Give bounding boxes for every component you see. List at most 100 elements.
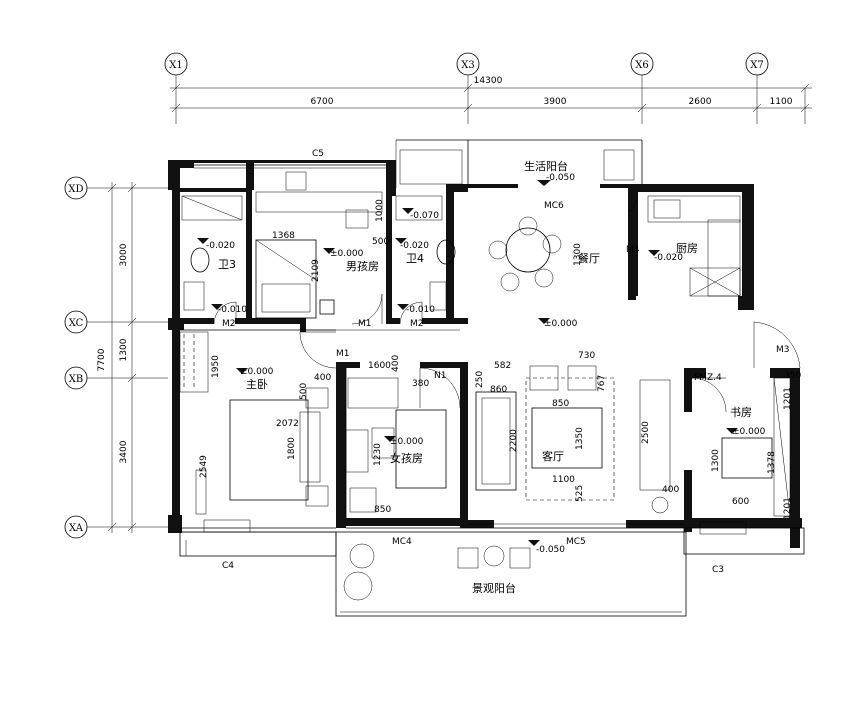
- dim-total-left: 7700: [97, 348, 107, 371]
- dim-850: 850: [552, 399, 569, 409]
- room-kitchen: 厨房: [676, 242, 698, 255]
- label-fmz: FMZ.4: [694, 373, 722, 383]
- level-study: ±0.000: [732, 427, 766, 437]
- label-m2-a: M2: [222, 319, 236, 329]
- label-mc6: MC6: [544, 201, 564, 211]
- dim-left-2: 1300: [119, 338, 129, 361]
- dim-2109: 2109: [311, 259, 321, 282]
- bath4-toilet: [436, 239, 456, 265]
- label-m2-b: M2: [410, 319, 424, 329]
- balcony-chair-right: [509, 547, 531, 569]
- dim-top-2: 3900: [544, 97, 567, 107]
- level-bath4-door: -0.010: [406, 305, 435, 315]
- level-bath3: -0.020: [206, 241, 235, 251]
- dim-850-b: 850: [374, 505, 391, 515]
- dim-1230: 1230: [373, 443, 383, 466]
- partitions: [179, 139, 805, 617]
- label-mc4: MC4: [392, 537, 412, 547]
- dim-500-a: 500: [372, 237, 389, 247]
- door-m4-kitchen: [627, 199, 637, 213]
- tv-cabinet: [639, 379, 671, 491]
- dim-860: 860: [490, 385, 507, 395]
- bath3-sink: [183, 281, 205, 311]
- furniture: [181, 149, 791, 601]
- level-girls: ±0.000: [390, 437, 424, 447]
- dim-1600: 1600: [368, 361, 391, 371]
- left-dimension-lines: 7700 3000 1300 3400: [97, 182, 137, 533]
- room-study: 书房: [730, 406, 752, 419]
- interior-dimensions: 1368 1000 500 2109 1600 400 500 2072 180…: [199, 199, 801, 520]
- balcony-plant-2: [343, 571, 373, 601]
- living-rug: [525, 377, 615, 501]
- dim-400-a: 400: [314, 373, 331, 383]
- dim-250: 250: [475, 371, 485, 388]
- dim-1350: 1350: [575, 427, 585, 450]
- dim-top-1: 6700: [311, 97, 334, 107]
- dim-582: 582: [494, 361, 511, 371]
- room-girls: 女孩房: [390, 451, 423, 465]
- study-bookshelf: [773, 377, 791, 517]
- dim-500-b: 500: [299, 383, 309, 400]
- door-m3-entry: [753, 321, 801, 369]
- dim-1378: 1378: [767, 451, 777, 474]
- balcony-plant-1: [349, 543, 375, 569]
- service-balcony-laundry: [399, 149, 463, 185]
- dim-left-3: 3400: [119, 440, 129, 463]
- master-bed: [229, 399, 309, 501]
- level-service-balcony: -0.050: [546, 173, 575, 183]
- dining-table: [505, 227, 551, 273]
- doors: [213, 199, 801, 413]
- bath3-shower: [181, 195, 243, 221]
- dim-top-3: 2600: [689, 97, 712, 107]
- axis-label-x7: X7: [750, 60, 763, 71]
- axis-label-xb: XB: [69, 374, 83, 385]
- dim-730: 730: [578, 351, 595, 361]
- door-n1-girls: [419, 367, 461, 409]
- room-living: 客厅: [542, 449, 564, 463]
- label-m1-a: M1: [358, 319, 372, 329]
- level-bath3-door: -0.010: [218, 305, 247, 315]
- dim-350: 350: [784, 371, 801, 381]
- study-desk: [721, 437, 773, 479]
- level-hall: ±0.000: [544, 319, 578, 329]
- top-dimension-lines: 14300 6700 3900 2600 1100: [170, 76, 812, 113]
- door-m1-master: [299, 331, 337, 369]
- room-service-balcony: 生活阳台: [524, 159, 568, 173]
- dim-1300-study: 1300: [711, 449, 721, 472]
- axis-label-x3: X3: [461, 60, 474, 71]
- room-labels: 生活阳台 -0.050 餐厅 厨房 -0.020 男孩房 ±0.000 卫3 -…: [206, 159, 766, 595]
- dim-2500: 2500: [641, 421, 651, 444]
- room-boys: 男孩房: [346, 260, 379, 273]
- left-axis-markers: XD XC XB XA: [64, 176, 168, 539]
- boys-chair: [345, 209, 369, 229]
- boys-bed: [255, 239, 317, 319]
- axis-label-xc: XC: [69, 318, 84, 329]
- dim-1300-dining: 1300: [573, 243, 583, 266]
- label-mc5: MC5: [566, 537, 586, 547]
- dim-380: 380: [412, 379, 429, 389]
- dim-left-1: 3000: [119, 243, 129, 266]
- axis-label-xa: XA: [69, 523, 84, 534]
- dim-1201-b: 1201: [783, 497, 793, 520]
- dim-400-c: 400: [662, 485, 679, 495]
- dim-1100: 1100: [552, 475, 575, 485]
- room-view-balcony: 景观阳台: [472, 581, 516, 595]
- girls-wardrobe: [347, 377, 399, 409]
- kitchen-counter: [647, 195, 741, 223]
- room-dining: 餐厅: [578, 251, 600, 265]
- coffee-table: [531, 407, 603, 469]
- door-m2-bath4: [399, 301, 423, 325]
- level-master: ±0.000: [240, 367, 274, 377]
- door-fmz-study: [691, 377, 727, 413]
- opening-labels: C5 MC6 M4 M2 M1 M2 M1 M3 N1 FMZ.4 MC4 MC…: [222, 149, 790, 575]
- dim-1201-a: 1201: [783, 387, 793, 410]
- level-markers: [197, 180, 738, 546]
- dim-525: 525: [575, 485, 585, 502]
- dim-400-b: 400: [391, 355, 401, 372]
- room-bath3: 卫3: [218, 258, 236, 271]
- living-sofa: [475, 391, 517, 491]
- dim-1368: 1368: [272, 231, 295, 241]
- level-kitchen: -0.020: [654, 253, 683, 263]
